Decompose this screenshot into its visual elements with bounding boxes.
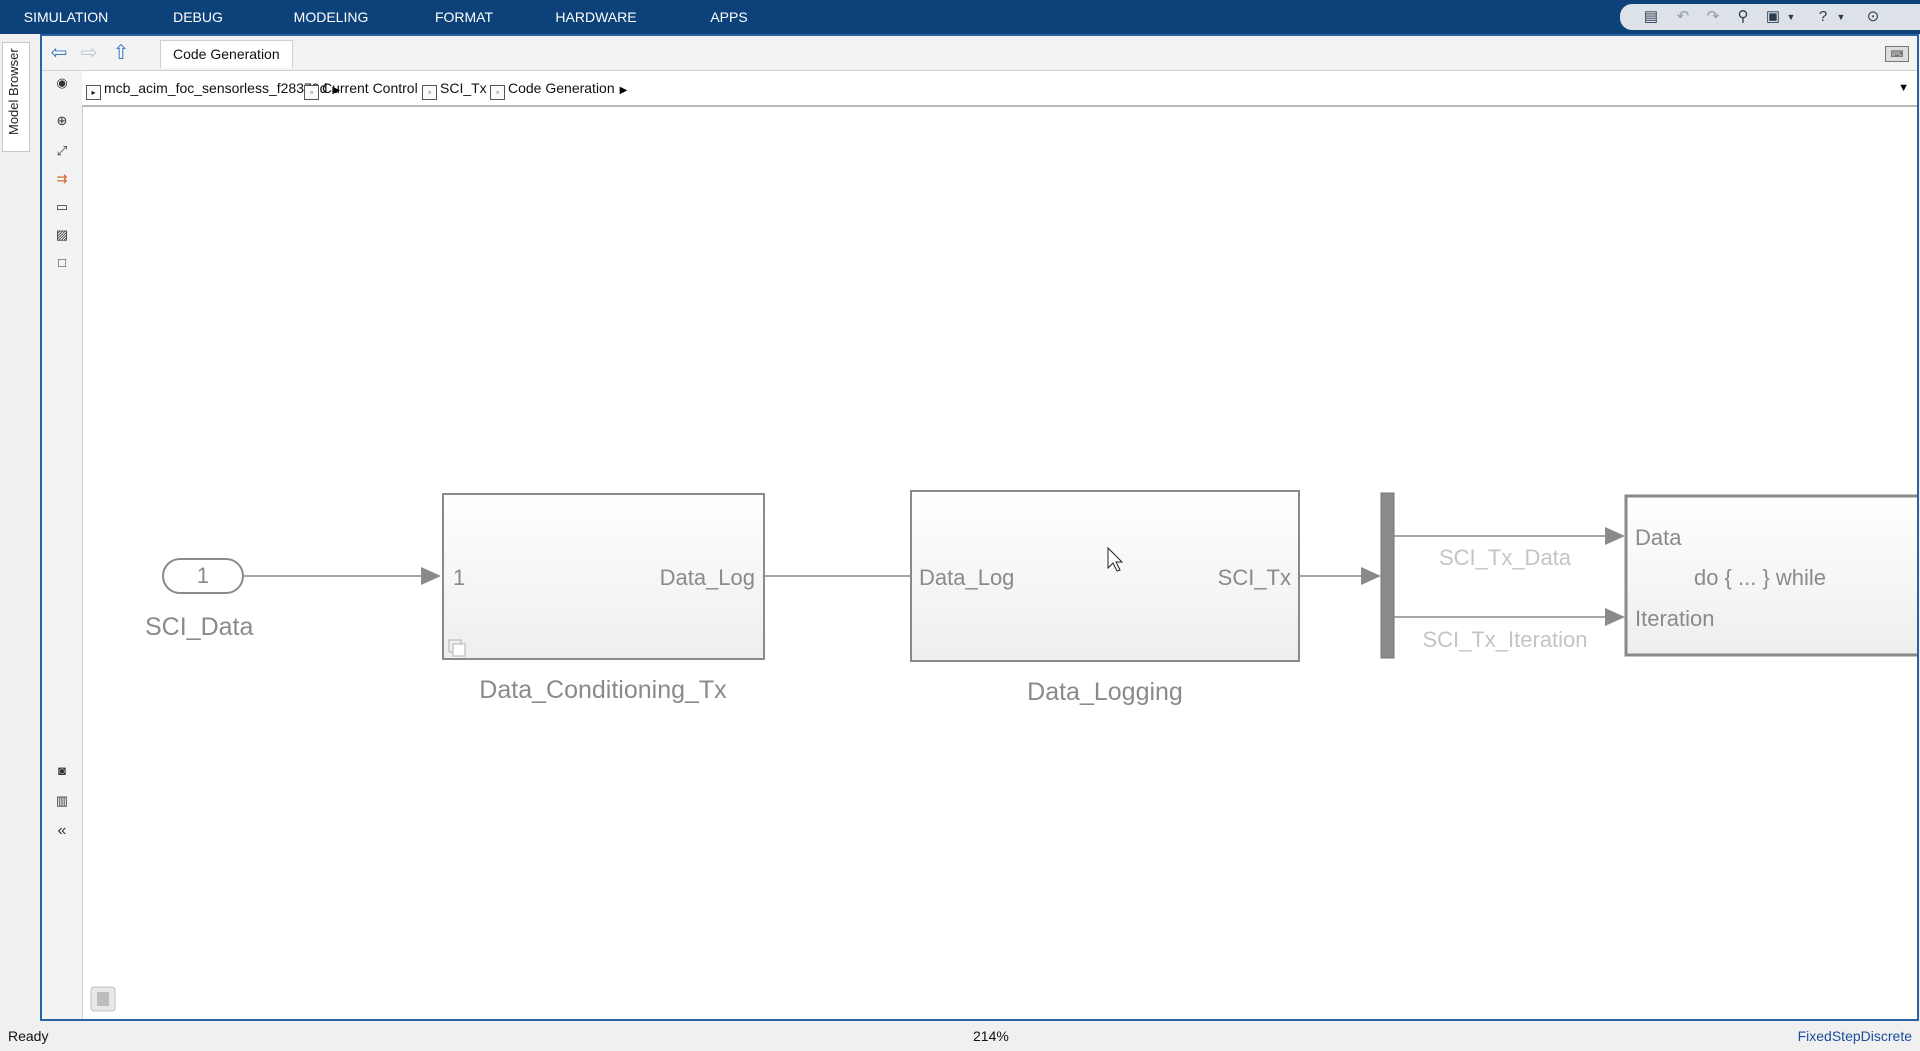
search-icon[interactable]: ⚲ bbox=[1737, 8, 1749, 25]
breadcrumb-item-model[interactable]: ▸mcb_acim_foc_sensorless_f28379d▶ bbox=[86, 71, 340, 105]
subsystem-icon: ▫ bbox=[422, 85, 437, 100]
block2-in-port: Data_Log bbox=[919, 565, 1014, 590]
signal-label-iteration[interactable]: SCI_Tx_Iteration bbox=[1422, 627, 1587, 652]
signal-arrowhead bbox=[421, 567, 441, 585]
signal-arrowhead bbox=[1361, 567, 1381, 585]
status-bar: Ready 214% FixedStepDiscrete bbox=[0, 1021, 1920, 1051]
area-icon[interactable]: □ bbox=[58, 255, 66, 270]
block1-in-port: 1 bbox=[453, 565, 465, 590]
breadcrumb-item-sci-tx[interactable]: ▫SCI_Tx▶ bbox=[422, 71, 499, 105]
signal-arrowhead bbox=[1605, 608, 1625, 626]
model-browser-label: Model Browser bbox=[6, 48, 21, 135]
zoom-icon[interactable]: ⊕ bbox=[56, 113, 68, 128]
tab-apps[interactable]: APPS bbox=[710, 9, 748, 25]
help-dropdown-icon[interactable]: ▼ bbox=[1836, 12, 1846, 22]
hide-show-browser-icon[interactable]: ◉ bbox=[56, 75, 68, 90]
chevron-down-icon[interactable]: ▼ bbox=[1786, 12, 1796, 22]
block2-name[interactable]: Data_Logging bbox=[1027, 678, 1183, 706]
chevron-right-icon: ▶ bbox=[332, 85, 341, 96]
annotation-icon[interactable]: ▭ bbox=[55, 199, 69, 214]
inport-number: 1 bbox=[197, 563, 209, 588]
do-while-block[interactable] bbox=[1624, 494, 1920, 657]
database-icon bbox=[97, 992, 109, 1006]
tab-debug[interactable]: DEBUG bbox=[173, 9, 223, 25]
chevron-right-icon: ▶ bbox=[619, 85, 628, 96]
keyboard-icon[interactable]: ⌨ bbox=[1885, 46, 1909, 62]
block2-out-port: SCI_Tx bbox=[1218, 565, 1291, 590]
signal-arrow-icon[interactable]: ⇉ bbox=[56, 171, 68, 186]
solver-link[interactable]: FixedStepDiscrete bbox=[1797, 1028, 1912, 1044]
fit-to-view-icon[interactable]: ⤢ bbox=[56, 143, 68, 158]
model-canvas[interactable]: 1 SCI_Data 1 Data_Log Data_Conditioning_… bbox=[83, 107, 1920, 1019]
camera-icon[interactable]: ◙ bbox=[58, 763, 66, 778]
tool-palette: ◉ ⊕ ⤢ ⇉ ▭ ▨ □ ◙ ▥ « bbox=[42, 71, 83, 1019]
ribbon-bar: SIMULATION DEBUG MODELING FORMAT HARDWAR… bbox=[0, 0, 1920, 34]
report-icon[interactable]: ▥ bbox=[55, 793, 69, 808]
up-arrow-icon[interactable]: ⇧ bbox=[112, 42, 130, 64]
subsystem-marker-icon-back bbox=[452, 643, 466, 657]
breadcrumb-item-code-generation[interactable]: ▫Code Generation▶ bbox=[490, 71, 627, 105]
breadcrumb-dropdown-icon[interactable]: ▼ bbox=[1898, 82, 1909, 94]
block3-in-port-iteration: Iteration bbox=[1635, 606, 1715, 631]
window-icon[interactable]: ▣ bbox=[1765, 8, 1781, 25]
block1-out-port: Data_Log bbox=[660, 565, 755, 590]
data-logging-block[interactable] bbox=[910, 490, 1300, 662]
block-diagram: 1 SCI_Data 1 Data_Log Data_Conditioning_… bbox=[90, 490, 1920, 1012]
tab-code-generation[interactable]: Code Generation bbox=[160, 40, 293, 68]
model-icon: ▸ bbox=[86, 85, 101, 100]
subsystem-icon: ▫ bbox=[304, 85, 319, 100]
subsystem-icon: ▫ bbox=[490, 85, 505, 100]
save-icon[interactable]: ▤ bbox=[1643, 8, 1659, 25]
redo-icon[interactable]: ↷ bbox=[1706, 8, 1720, 25]
model-browser-rail: Model Browser bbox=[0, 34, 40, 1021]
collapse-ribbon-icon[interactable]: ⊙ bbox=[1866, 8, 1880, 25]
editor-frame: ⇦ ⇨ ⇧ Code Generation ⌨ ◉ ⊕ ⤢ ⇉ ▭ ▨ □ ◙ … bbox=[40, 34, 1920, 1021]
signal-label-data[interactable]: SCI_Tx_Data bbox=[1439, 545, 1572, 570]
undo-icon[interactable]: ↶ bbox=[1676, 8, 1690, 25]
block3-text: do { ... } while bbox=[1694, 565, 1826, 590]
breadcrumb-item-current-control[interactable]: ▫Current Control▶ bbox=[304, 71, 430, 105]
mouse-cursor-icon bbox=[1107, 546, 1124, 572]
block3-in-port-data: Data bbox=[1635, 525, 1682, 550]
collapse-palette-icon[interactable]: « bbox=[57, 822, 67, 839]
tab-format[interactable]: FORMAT bbox=[434, 9, 494, 25]
inport-name[interactable]: SCI_Data bbox=[145, 613, 253, 641]
breadcrumb: ▸mcb_acim_foc_sensorless_f28379d▶ ▫Curre… bbox=[82, 71, 1917, 107]
block1-name[interactable]: Data_Conditioning_Tx bbox=[479, 676, 727, 704]
bus-selector-block[interactable] bbox=[1380, 492, 1395, 659]
forward-arrow-icon[interactable]: ⇨ bbox=[80, 42, 98, 64]
tab-simulation[interactable]: SIMULATION bbox=[23, 9, 109, 25]
quick-access-toolbar: ▤ ↶ ↷ ⚲ ▣ ▼ ? ▼ ⊙ bbox=[1620, 4, 1920, 30]
data-conditioning-block[interactable] bbox=[442, 493, 765, 660]
tab-hardware[interactable]: HARDWARE bbox=[555, 9, 637, 25]
help-icon[interactable]: ? bbox=[1818, 8, 1828, 25]
status-text: Ready bbox=[8, 1028, 49, 1044]
zoom-level[interactable]: 214% bbox=[973, 1028, 1009, 1044]
image-icon[interactable]: ▨ bbox=[55, 227, 69, 242]
signal-arrowhead bbox=[1605, 527, 1625, 545]
tab-modeling[interactable]: MODELING bbox=[293, 9, 369, 25]
back-arrow-icon[interactable]: ⇦ bbox=[50, 42, 68, 64]
navigation-bar: ⇦ ⇨ ⇧ Code Generation ⌨ bbox=[42, 36, 1917, 71]
model-browser-tab[interactable]: Model Browser bbox=[2, 42, 30, 152]
